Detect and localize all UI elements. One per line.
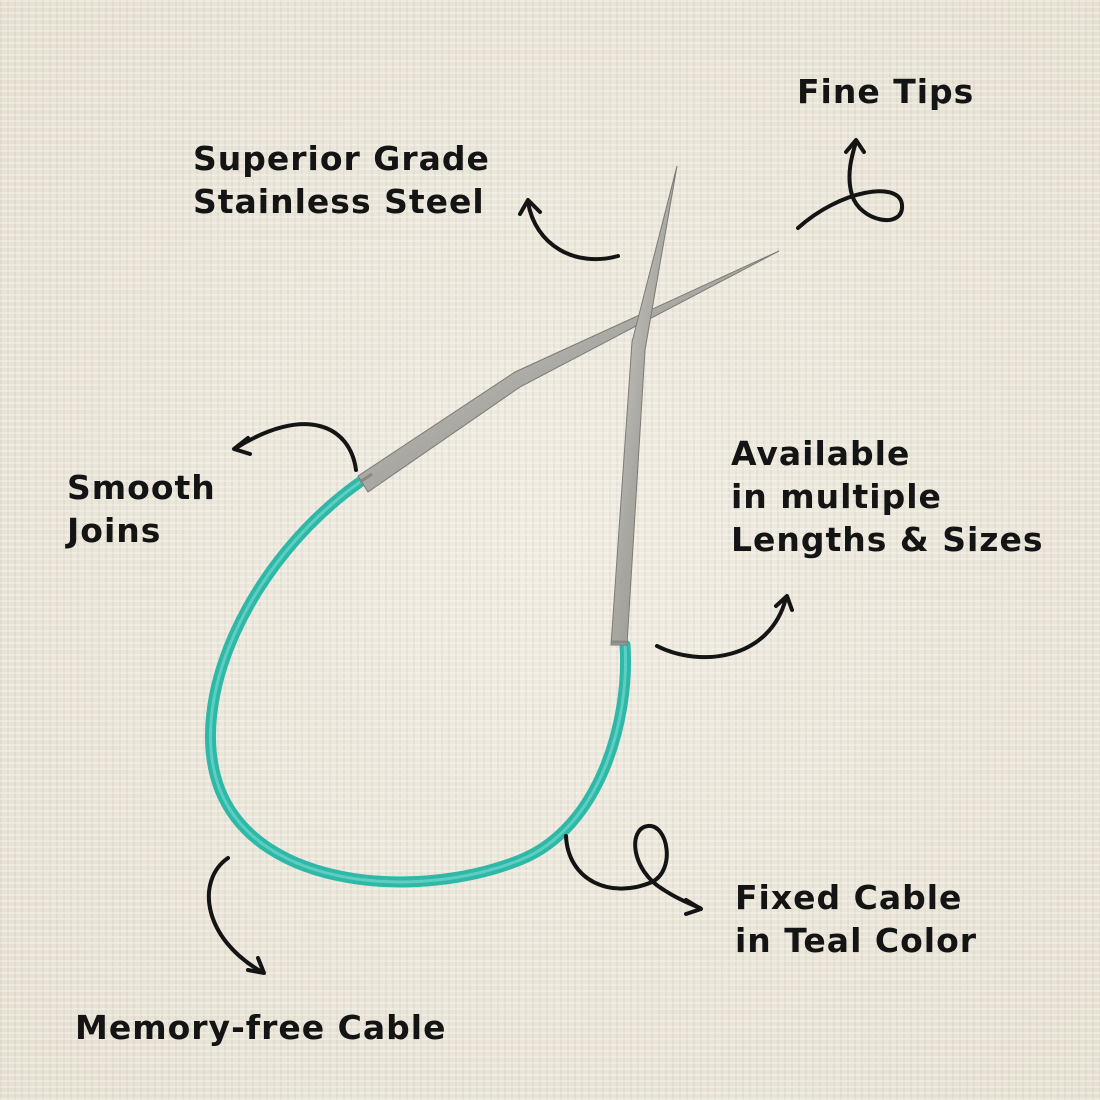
steel-line-2: Stainless Steel (193, 182, 485, 221)
smooth-joins-label: Smooth Joins (67, 466, 216, 552)
fine-tips-label: Fine Tips (797, 70, 974, 113)
fixed-cable-label: Fixed Cable in Teal Color (735, 876, 977, 962)
fixed-line-1: Fixed Cable (735, 878, 963, 917)
left-needle-ferrule (359, 472, 373, 484)
teal-cable (205, 476, 632, 888)
available-arrow (655, 594, 794, 659)
available-line-3: Lengths & Sizes (731, 520, 1044, 559)
available-label: Available in multiple Lengths & Sizes (731, 432, 1044, 561)
steel-line-1: Superior Grade (193, 139, 490, 178)
fine-tips-text: Fine Tips (797, 72, 975, 111)
teal-cable-highlight (209, 480, 628, 884)
fixed-cable-arrow (564, 824, 703, 916)
steel-arrow (518, 198, 620, 262)
right-needle (610, 165, 678, 646)
steel-label: Superior Grade Stainless Steel (193, 137, 490, 223)
memory-free-label: Memory-free Cable (75, 1006, 446, 1049)
available-line-2: in multiple (731, 477, 942, 516)
fixed-line-2: in Teal Color (735, 921, 978, 960)
fine-tips-arrow (796, 138, 904, 230)
available-line-1: Available (731, 434, 911, 473)
smooth-line-2: Joins (67, 511, 162, 550)
smooth-joins-arrow (232, 422, 358, 472)
memory-free-arrow (206, 856, 266, 975)
memory-free-text: Memory-free Cable (75, 1008, 447, 1047)
smooth-line-1: Smooth (67, 468, 216, 507)
left-needle (357, 250, 780, 493)
